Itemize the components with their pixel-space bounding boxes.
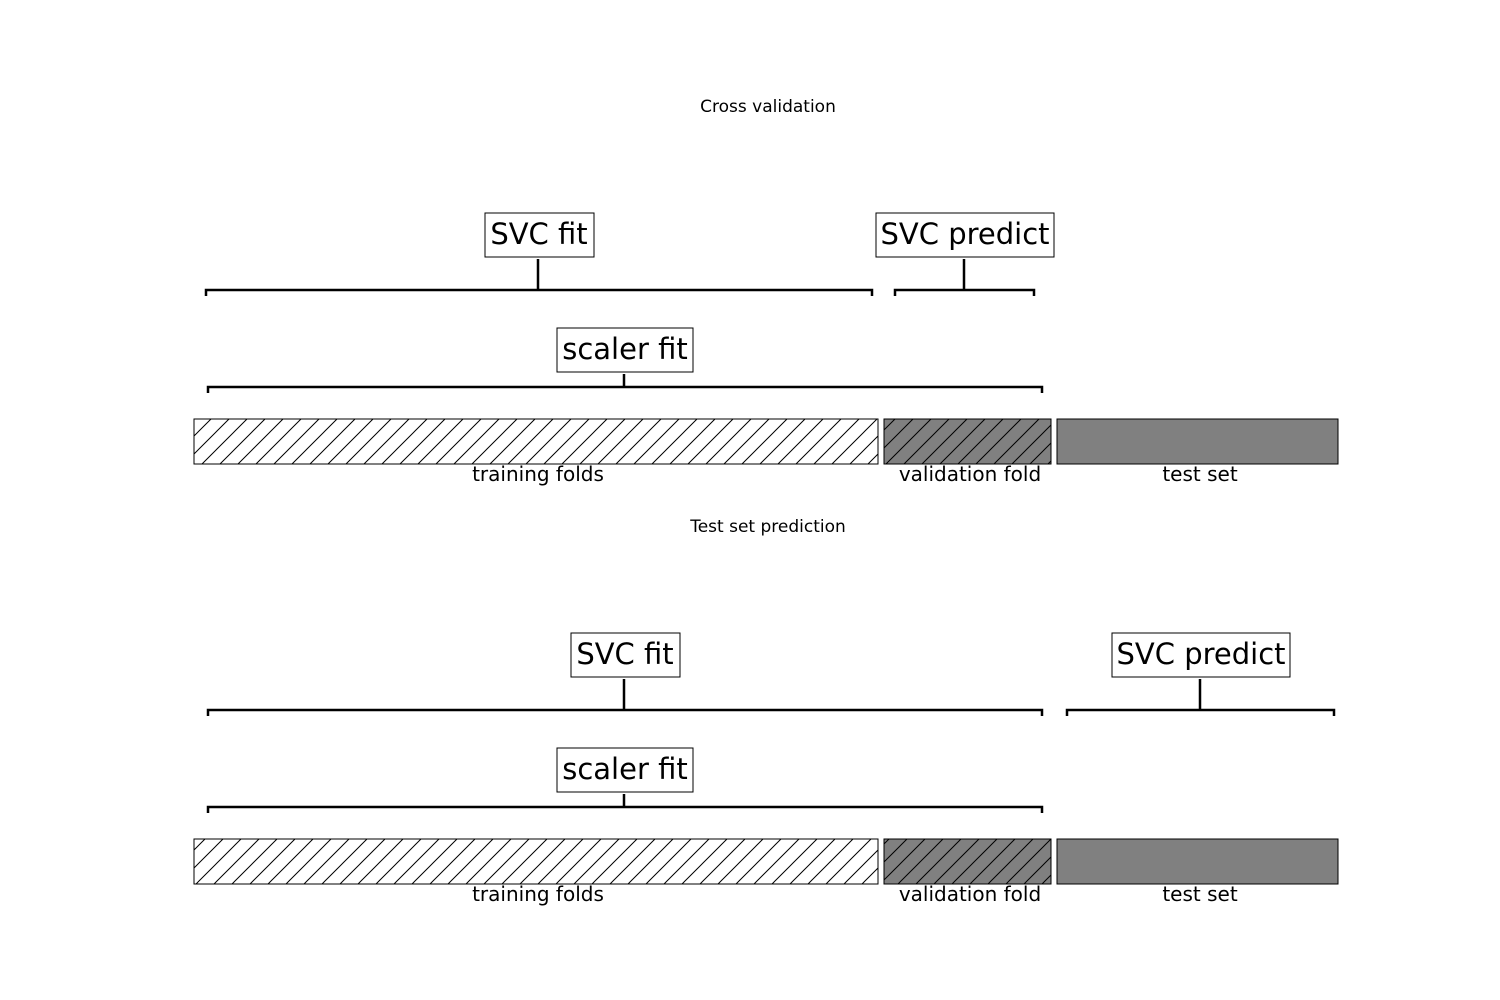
- test-set-label: test set: [1162, 882, 1237, 906]
- test-set-segment: [1056, 418, 1339, 465]
- svc-predict-bracket: [893, 259, 1036, 296]
- training-folds-segment: [193, 418, 879, 465]
- validation-fold-segment: [883, 418, 1052, 465]
- svc-fit-bracket: [206, 679, 1044, 716]
- test-set-label: test set: [1162, 462, 1237, 486]
- scaler-fit-bracket: [206, 374, 1044, 393]
- svc-predict-box: [875, 212, 1055, 258]
- validation-fold-label: validation fold: [899, 882, 1041, 906]
- svc-predict-step: SVC predict: [1065, 632, 1336, 716]
- scaler-fit-step: scaler fit: [206, 327, 1044, 393]
- svc-fit-label: SVC fit: [490, 217, 587, 251]
- scaler-fit-box: [556, 327, 694, 373]
- svc-fit-box: [484, 212, 595, 258]
- svc-predict-label: SVC predict: [880, 217, 1049, 251]
- training-folds-label: training folds: [472, 882, 604, 906]
- data-bar: training folds validation fold test set: [193, 418, 1339, 486]
- training-folds-segment: [193, 838, 879, 885]
- svc-predict-box: [1111, 632, 1291, 678]
- training-folds-label: training folds: [472, 462, 604, 486]
- scaler-fit-box: [556, 747, 694, 793]
- panel-test-set-prediction: Test set prediction SVC fit SVC predict …: [193, 517, 1339, 906]
- data-bar: training folds validation fold test set: [193, 838, 1339, 906]
- scaler-fit-step: scaler fit: [206, 747, 1044, 813]
- scaler-fit-bracket: [206, 794, 1044, 813]
- validation-fold-segment: [883, 838, 1052, 885]
- scaler-fit-label: scaler fit: [562, 332, 688, 366]
- svc-fit-box: [570, 632, 681, 678]
- svc-predict-step: SVC predict: [875, 212, 1055, 296]
- svc-predict-bracket: [1065, 679, 1336, 716]
- svc-predict-label: SVC predict: [1116, 637, 1285, 671]
- svc-fit-step: SVC fit: [206, 632, 1044, 716]
- panel-cross-validation: Cross validation SVC fit SVC predict sca…: [193, 97, 1339, 486]
- test-set-segment: [1056, 838, 1339, 885]
- panel-title: Test set prediction: [689, 517, 846, 537]
- svc-fit-bracket: [204, 259, 874, 296]
- panel-title: Cross validation: [700, 97, 836, 117]
- svc-fit-label: SVC fit: [576, 637, 673, 671]
- scaler-fit-label: scaler fit: [562, 752, 688, 786]
- validation-fold-label: validation fold: [899, 462, 1041, 486]
- svc-fit-step: SVC fit: [204, 212, 874, 296]
